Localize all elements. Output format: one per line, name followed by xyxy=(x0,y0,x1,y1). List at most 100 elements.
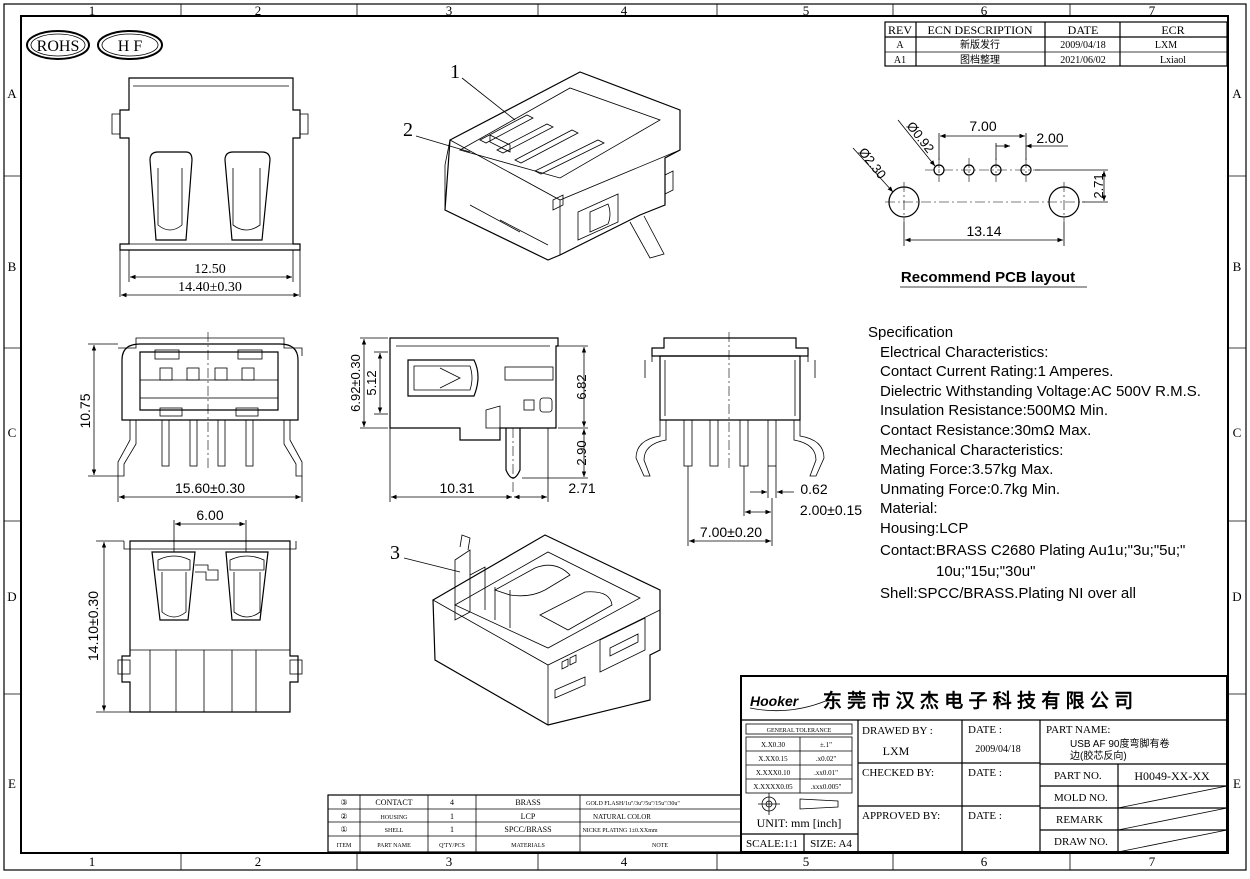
side-view: 6.92±0.30 5.12 6.82 2.90 10.31 2.71 xyxy=(348,337,596,502)
spec-title: Specification xyxy=(868,324,953,341)
pcb-dim-pitch: 2.00 xyxy=(1036,130,1063,146)
rev-header-ecr: ECR xyxy=(1161,23,1184,37)
dim-top-outer: 14.40±0.30 xyxy=(178,280,242,295)
dim-side-right: 6.82 xyxy=(574,374,589,399)
size-label: SIZE: A4 xyxy=(810,838,852,850)
dim-side-leg: 2.90 xyxy=(574,440,589,465)
col-label-top-5: 5 xyxy=(803,3,810,18)
spec-line: Shell:SPCC/BRASS.Plating NI over all xyxy=(880,585,1136,602)
pcb-dim-span: 7.00 xyxy=(969,118,996,134)
rev-row-1-date: 2009/04/18 xyxy=(1060,40,1106,51)
tol-metric-1: X.X0.30 xyxy=(761,741,786,749)
bom-row-1-item: ③ xyxy=(340,798,347,807)
tol-inch-3: .xx0.01" xyxy=(814,769,838,777)
row-label-left-c: C xyxy=(8,425,17,440)
spec-line: 10u;"15u;"30u" xyxy=(936,563,1035,580)
bom-row-3-material: SPCC/BRASS xyxy=(504,825,551,834)
bom-row-2-material: LCP xyxy=(521,812,536,821)
approved-by-label: APPROVED BY: xyxy=(862,810,940,822)
dim-top-inner: 12.50 xyxy=(194,262,226,277)
col-label-bottom-6: 6 xyxy=(981,854,988,869)
col-label-bottom-7: 7 xyxy=(1149,854,1156,869)
row-label-right-d: D xyxy=(1232,589,1241,604)
callouts: 1 2 3 xyxy=(390,61,516,573)
spec-line: Mating Force:3.57kg Max. xyxy=(880,461,1053,478)
spec-line: Mechanical Characteristics: xyxy=(880,442,1063,459)
unit-label: UNIT: mm [inch] xyxy=(757,816,842,830)
drawing-frame: 1 2 3 4 5 6 7 1 2 3 4 5 6 7 A B C D E A … xyxy=(3,3,1247,871)
row-label-left-b: B xyxy=(8,259,17,274)
bom-header-qty: Q'TY/PCS xyxy=(439,843,465,849)
callout-1: 1 xyxy=(450,61,460,83)
row-label-left-a: A xyxy=(7,86,17,101)
bom-row-2-qty: 1 xyxy=(450,812,454,821)
checked-date-label: DATE : xyxy=(968,767,1002,779)
bom-header-item: ITEM xyxy=(337,843,352,849)
checked-by-label: CHECKED BY: xyxy=(862,767,934,779)
bom-row-2-item: ② xyxy=(340,812,347,821)
tol-metric-4: X.XXXX0.05 xyxy=(753,783,793,791)
row-label-right-b: B xyxy=(1233,259,1242,274)
bom-table: ③ CONTACT 4 BRASS GOLD FLASH/1u"/3u"/5u"… xyxy=(327,794,742,853)
bom-row-1-qty: 4 xyxy=(450,798,454,807)
dim-side-total: 6.92±0.30 xyxy=(348,354,363,412)
rev-row-1-rev: A xyxy=(896,40,904,51)
rev-row-1-ecr: LXM xyxy=(1155,40,1177,51)
bom-row-1-material: BRASS xyxy=(515,798,540,807)
tol-inch-1: ±.1" xyxy=(820,741,832,749)
bom-row-2-name: HOUSING xyxy=(381,815,409,821)
pcb-title: Recommend PCB layout xyxy=(901,269,1075,286)
col-label-bottom-4: 4 xyxy=(621,854,628,869)
pcb-dim-offset: 2.71 xyxy=(1091,173,1106,198)
company-name: 东 莞 市 汉 杰 电 子 科 技 有 限 公 司 xyxy=(823,689,1133,712)
title-block: Hooker 东 莞 市 汉 杰 电 子 科 技 有 限 公 司 GENERAL… xyxy=(740,675,1228,853)
bom-row-3-item: ① xyxy=(340,825,347,834)
tol-inch-2: .x0.02" xyxy=(816,755,837,763)
remark-label: REMARK xyxy=(1056,814,1103,826)
rev-header-rev: REV xyxy=(888,23,912,37)
part-name-line-2: 边(胶芯反向) xyxy=(1070,749,1127,762)
callout-3: 3 xyxy=(390,542,400,564)
bom-row-3-name: SHELL xyxy=(385,828,404,834)
rohs-badge: ROHS xyxy=(26,30,90,60)
col-label-top-1: 1 xyxy=(89,3,96,18)
date: 2009/04/18 xyxy=(975,744,1021,755)
bom-header-name: PART NAME xyxy=(377,843,411,849)
drawn-by-label: DRAWED BY : xyxy=(862,725,933,737)
rev-header-desc: ECN DESCRIPTION xyxy=(927,23,1032,37)
tolerance-title: GENERAL TOLERANCE xyxy=(767,728,832,734)
spec-line: Material: xyxy=(880,500,938,517)
spec-line: Unmating Force:0.7kg Min. xyxy=(880,481,1060,498)
iso-view-top xyxy=(444,71,681,261)
part-no-label: PART NO. xyxy=(1054,770,1102,782)
svg-text:H F: H F xyxy=(118,38,143,55)
bom-row-3-note: NICKE PLATING 1±0.XXmm xyxy=(582,828,657,834)
pcb-dim-big-hole: Ø2.30 xyxy=(856,145,890,182)
bom-header-note: NOTE xyxy=(652,843,668,849)
top-view: 12.50 14.40±0.30 xyxy=(111,77,309,298)
dim-rear-span: 7.00±0.20 xyxy=(700,524,762,540)
drawn-by: LXM xyxy=(883,744,910,758)
rear-view: 0.62 2.00±0.15 7.00±0.20 xyxy=(635,332,862,546)
front-view: 10.75 15.60±0.30 xyxy=(77,332,303,502)
rev-row-1-desc: 新版发行 xyxy=(960,38,1000,51)
row-label-right-c: C xyxy=(1233,425,1242,440)
bom-row-3-qty: 1 xyxy=(450,825,454,834)
col-label-top-3: 3 xyxy=(446,3,453,18)
dim-front-height: 10.75 xyxy=(77,393,93,428)
rev-header-date: DATE xyxy=(1068,23,1099,37)
hf-badge: H F xyxy=(97,30,163,60)
date-label: DATE : xyxy=(968,724,1002,736)
col-label-top-2: 2 xyxy=(255,3,262,18)
rev-row-2-rev: A1 xyxy=(894,55,906,66)
bom-row-1-name: CONTACT xyxy=(375,798,412,807)
dim-rear-pin: 0.62 xyxy=(800,481,827,497)
rev-row-2-ecr: Lxiaol xyxy=(1160,55,1186,66)
row-label-right-e: E xyxy=(1233,776,1241,791)
svg-text:ROHS: ROHS xyxy=(37,38,80,55)
tol-metric-3: X.XXX0.10 xyxy=(756,769,791,777)
revision-table: REV ECN DESCRIPTION DATE ECR A 新版发行 2009… xyxy=(884,21,1228,67)
pcb-dim-small-hole: Ø0.92 xyxy=(904,119,938,156)
spec-line: Housing:LCP xyxy=(880,520,968,537)
dim-front-width: 15.60±0.30 xyxy=(175,480,245,496)
